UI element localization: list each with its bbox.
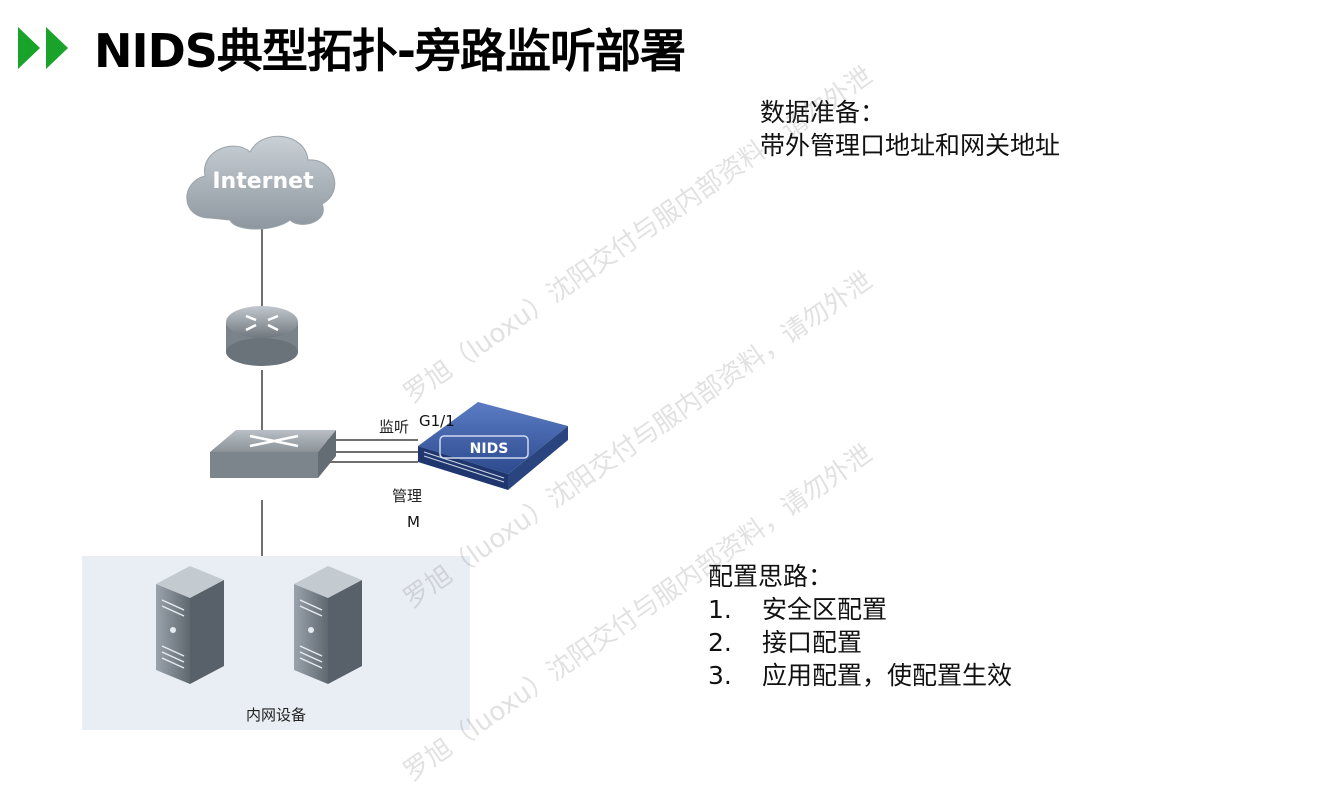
config-step-number: 1. <box>708 595 732 624</box>
config-step-text: 应用配置，使配置生效 <box>762 661 1013 690</box>
nids-label: NIDS <box>470 441 509 457</box>
config-step-number: 3. <box>708 661 732 690</box>
internal-zone <box>82 556 470 730</box>
connection-lines <box>261 225 418 556</box>
router-icon <box>226 306 298 366</box>
switch-icon <box>210 430 336 478</box>
port-label: G1/1 <box>419 412 455 430</box>
topology-diagram: Internet NIDS 监听 G1 <box>82 135 568 730</box>
data-prep-block: 数据准备： 带外管理口地址和网关地址 <box>760 96 1060 162</box>
page-title: NIDS典型拓扑-旁路监听部署 <box>94 24 686 78</box>
config-step-text: 安全区配置 <box>762 595 888 624</box>
manage-label: 管理 <box>392 487 422 505</box>
config-step: 3. 应用配置，使配置生效 <box>708 659 1012 692</box>
title-bar: NIDS典型拓扑-旁路监听部署 <box>18 20 686 78</box>
internal-zone-label: 内网设备 <box>246 706 306 724</box>
config-step: 1. 安全区配置 <box>708 593 1012 626</box>
config-heading: 配置思路： <box>708 562 834 591</box>
internet-cloud-icon: Internet <box>186 135 336 230</box>
manage-port-label: M <box>407 513 420 531</box>
config-step: 2. 接口配置 <box>708 626 1012 659</box>
data-prep-heading: 数据准备： <box>760 98 886 127</box>
double-arrow-icon <box>18 27 68 69</box>
config-step-number: 2. <box>708 628 732 657</box>
server-icon <box>294 566 362 684</box>
nids-device-icon: NIDS <box>418 402 568 490</box>
config-block: 配置思路： 1. 安全区配置 2. 接口配置 3. 应用配置，使配置生效 <box>708 560 1012 692</box>
internet-label: Internet <box>212 169 314 194</box>
listen-label: 监听 <box>379 418 409 436</box>
data-prep-text: 带外管理口地址和网关地址 <box>760 131 1061 160</box>
server-icon <box>156 566 224 684</box>
config-step-text: 接口配置 <box>762 628 863 657</box>
